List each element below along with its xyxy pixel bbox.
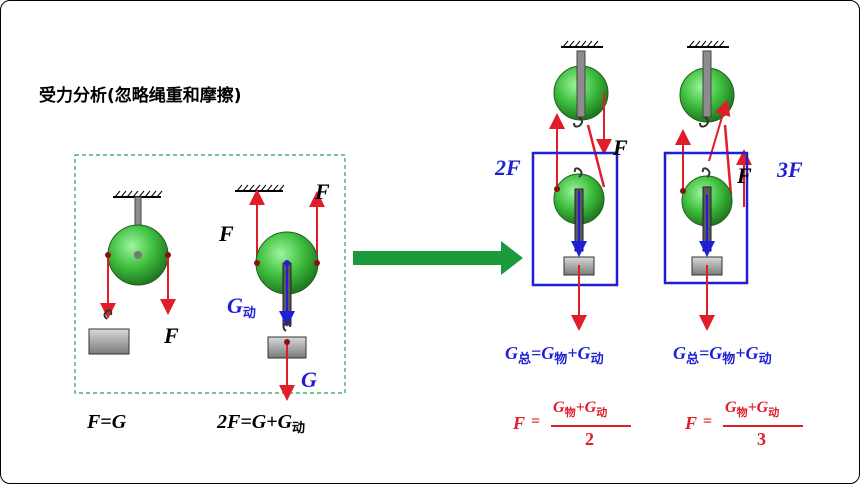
movable-pulley-diagram xyxy=(235,184,325,401)
dashed-frame xyxy=(74,154,346,394)
pulley-block-three xyxy=(663,40,752,331)
label-F-fixed: F xyxy=(164,323,179,348)
pulley-block-two xyxy=(531,40,619,331)
fixed-pulley-diagram xyxy=(88,190,176,355)
label-F-movable-right: F xyxy=(315,179,330,204)
label-F-block3: F xyxy=(737,163,752,188)
label-3F: 3F xyxy=(777,157,803,182)
slide-title: 受力分析(忽略绳重和摩擦) xyxy=(39,86,242,106)
label-G-dong: G动 xyxy=(227,293,256,321)
label-G: G xyxy=(301,367,317,392)
label-F-block2: F xyxy=(613,135,628,160)
equation-total-two: G总=G物+G动 xyxy=(505,343,604,367)
fraction-two: F = G物+G动 2 xyxy=(513,399,633,455)
equation-total-three: G总=G物+G动 xyxy=(673,343,772,367)
transition-arrow xyxy=(353,241,523,275)
equation-movable: 2F=G+G动 xyxy=(217,411,306,436)
equation-fixed: F=G xyxy=(87,411,127,433)
label-F-movable-left: F xyxy=(219,221,234,246)
label-2F: 2F xyxy=(495,155,521,180)
fraction-three: F = G物+G动 3 xyxy=(685,399,805,455)
